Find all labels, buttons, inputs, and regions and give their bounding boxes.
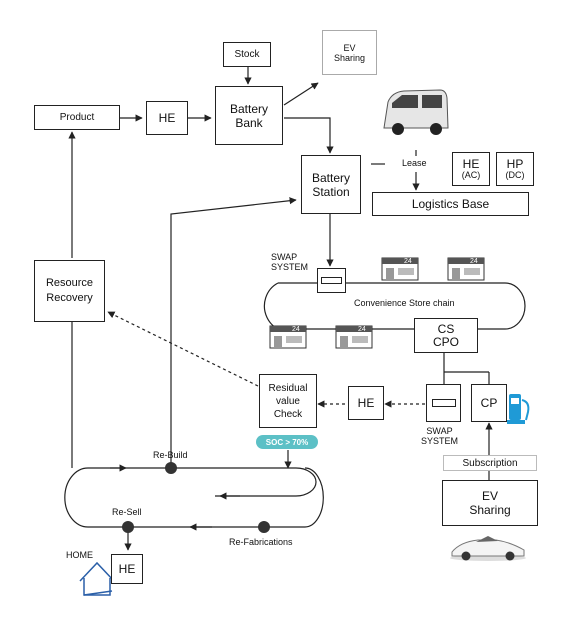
battery-station-line2: Station	[312, 184, 350, 199]
arrow-bank-to-evsharing	[283, 82, 319, 106]
residual-line2: value	[276, 395, 300, 407]
soc-badge-label: SOC > 70%	[265, 437, 309, 447]
swap-top-icon	[317, 268, 346, 293]
residual-check-box: Residual value Check	[259, 374, 317, 428]
swap-top-line1: SWAP	[271, 252, 298, 262]
arrow-bank-to-station	[284, 117, 334, 154]
refab-node	[258, 521, 270, 533]
resell-node	[122, 521, 134, 533]
he-middle-label: HE	[357, 396, 375, 410]
house-icon	[79, 561, 115, 596]
van-image	[383, 89, 449, 135]
refabrications-label: Re-Fabrications	[229, 537, 293, 547]
he-home-box: HE	[111, 554, 143, 584]
ev-sharing-bottom-line1: EV	[481, 489, 498, 503]
battery-bank-line2: Bank	[235, 115, 263, 130]
arrow-residual-to-recovery	[107, 311, 259, 387]
rebuild-label: Re-Build	[153, 450, 188, 460]
cs-cpo-line2: CPO	[432, 334, 459, 349]
he-middle-box: HE	[348, 386, 384, 420]
battery-bank-line1: Battery	[229, 101, 268, 116]
product-box: Product	[34, 105, 120, 130]
resource-recovery-line1: Resource	[45, 277, 94, 289]
arrow-rebuild-to-station	[170, 197, 297, 463]
residual-line1: Residual	[268, 382, 308, 394]
ev-sharing-bottom-line2: Sharing	[469, 503, 511, 517]
he-ac-box: HE (AC)	[452, 152, 490, 186]
swap-bottom-line2: SYSTEM	[421, 436, 459, 446]
residual-line3: Check	[273, 408, 303, 420]
cs-cpo-box: CS CPO	[414, 318, 478, 353]
swap-bottom-line1: SWAP	[426, 426, 453, 436]
battery-bank-box: Battery Bank	[215, 86, 283, 145]
store-sign-4: 24	[358, 326, 366, 333]
ev-sharing-top-line2: Sharing	[333, 52, 366, 63]
he-left-box: HE	[146, 101, 188, 135]
hp-dc-box: HP (DC)	[496, 152, 534, 186]
cp-label: CP	[480, 396, 498, 410]
lease-label: Lease	[402, 158, 427, 168]
swap-system-bottom-label: SWAP SYSTEM	[421, 426, 458, 446]
he-ac-line1: HE	[462, 157, 480, 171]
convenience-store-label: Convenience Store chain	[354, 298, 455, 308]
bottom-loop-outer	[64, 467, 324, 528]
charger-icon	[507, 394, 530, 424]
he-left-label: HE	[158, 111, 176, 125]
he-ac-line2: (AC)	[461, 170, 481, 180]
hp-dc-line2: (DC)	[505, 170, 525, 180]
store-icons	[269, 257, 485, 349]
logistics-base-box: Logistics Base	[372, 192, 529, 216]
store-sign-1: 24	[404, 258, 412, 265]
home-label: HOME	[66, 550, 93, 560]
swap-top-line2: SYSTEM	[271, 262, 309, 272]
resource-recovery-box: Resource Recovery	[34, 260, 105, 322]
product-label: Product	[59, 112, 95, 123]
battery-station-box: Battery Station	[301, 155, 361, 214]
hp-dc-line1: HP	[506, 157, 524, 171]
subscription-box: Subscription	[443, 455, 537, 471]
ev-sharing-top-box: EV Sharing	[322, 30, 377, 75]
logistics-base-label: Logistics Base	[411, 197, 490, 211]
he-home-label: HE	[118, 562, 136, 576]
rebuild-node	[165, 462, 177, 474]
bottom-loop-inner	[88, 467, 317, 497]
ev-sharing-top-line1: EV	[343, 42, 356, 53]
cp-box: CP	[471, 384, 507, 422]
subscription-label: Subscription	[462, 457, 518, 469]
resource-recovery-line2: Recovery	[46, 292, 93, 304]
swap-bottom-icon	[426, 384, 461, 422]
battery-station-line1: Battery	[311, 170, 350, 185]
resell-label: Re-Sell	[112, 507, 142, 517]
soc-badge: SOC > 70%	[256, 435, 318, 449]
sports-car-image	[450, 536, 526, 561]
swap-system-top-label: SWAP SYSTEM	[271, 252, 308, 272]
store-sign-3: 24	[292, 326, 300, 333]
cs-cpo-line1: CS	[437, 321, 455, 336]
store-sign-2: 24	[470, 258, 478, 265]
stock-label: Stock	[234, 49, 260, 60]
stock-box: Stock	[223, 42, 271, 67]
ev-sharing-bottom-box: EV Sharing	[442, 480, 538, 526]
